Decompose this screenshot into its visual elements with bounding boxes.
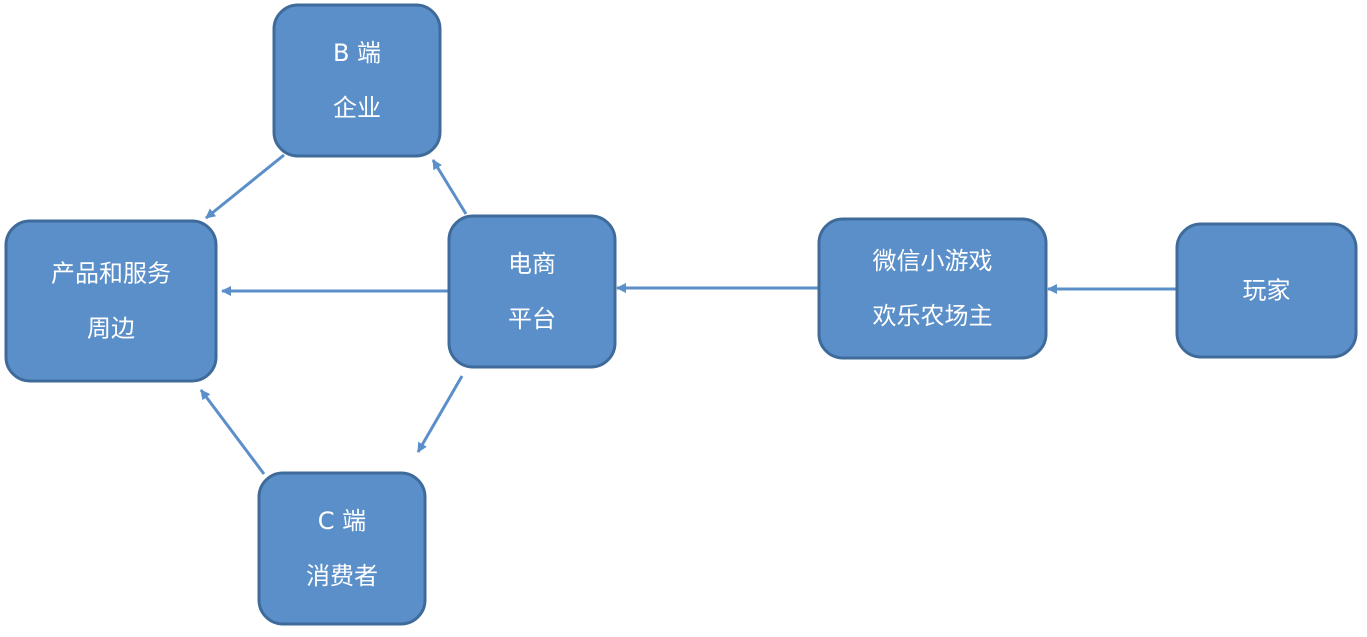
node-box-player	[1175, 222, 1358, 359]
node-player: 玩家	[1175, 222, 1358, 359]
node-label-ecommerce-line-0: 电商	[508, 250, 556, 278]
node-box-c-end	[257, 471, 427, 626]
arrow-b-end-to-products	[205, 153, 285, 220]
node-box-wechat-game	[817, 217, 1048, 360]
arrow-c-end-to-products	[199, 389, 266, 475]
edges-layer	[199, 153, 1176, 475]
node-box-b-end	[272, 3, 442, 158]
node-box-ecommerce	[447, 214, 617, 369]
arrow-ecommerce-to-b-end	[431, 159, 468, 215]
node-label-wechat-game-line-1: 欢乐农场主	[873, 302, 993, 330]
node-label-player-line-0: 玩家	[1243, 277, 1291, 305]
node-label-products-line-1: 周边	[87, 315, 135, 343]
node-label-products-line-0: 产品和服务	[51, 260, 171, 288]
node-box-products	[4, 219, 218, 383]
node-b-end: B 端企业	[272, 3, 442, 158]
node-label-wechat-game-line-0: 微信小游戏	[873, 247, 993, 275]
node-label-b-end-line-1: 企业	[333, 94, 381, 122]
node-label-b-end-line-0: B 端	[333, 39, 381, 67]
arrow-ecommerce-to-c-end	[416, 375, 464, 453]
node-label-c-end-line-0: C 端	[318, 507, 366, 535]
node-label-c-end-line-1: 消费者	[306, 562, 378, 590]
node-label-ecommerce-line-1: 平台	[508, 305, 556, 333]
